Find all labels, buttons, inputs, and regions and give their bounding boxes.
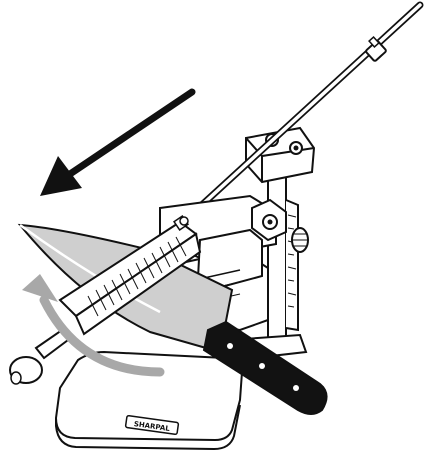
handle-rivet xyxy=(227,343,233,349)
base-plate: SHARPAL xyxy=(54,350,244,451)
rod-stop-collar xyxy=(365,35,387,62)
handle-rivet xyxy=(293,385,299,391)
handle-rivet xyxy=(259,363,265,369)
brand-logo: SHARPAL xyxy=(124,414,180,436)
angle-scale xyxy=(287,214,297,308)
sharpening-stone xyxy=(58,215,202,336)
stone-handle-knob xyxy=(9,328,70,385)
guide-rod xyxy=(176,1,424,229)
curved-arrow-up-icon xyxy=(22,274,165,377)
stone-grit-surface xyxy=(87,236,187,317)
knife-handle xyxy=(202,320,328,415)
angle-adjust-knob xyxy=(291,227,309,253)
arrow-down-left-icon xyxy=(40,88,196,196)
